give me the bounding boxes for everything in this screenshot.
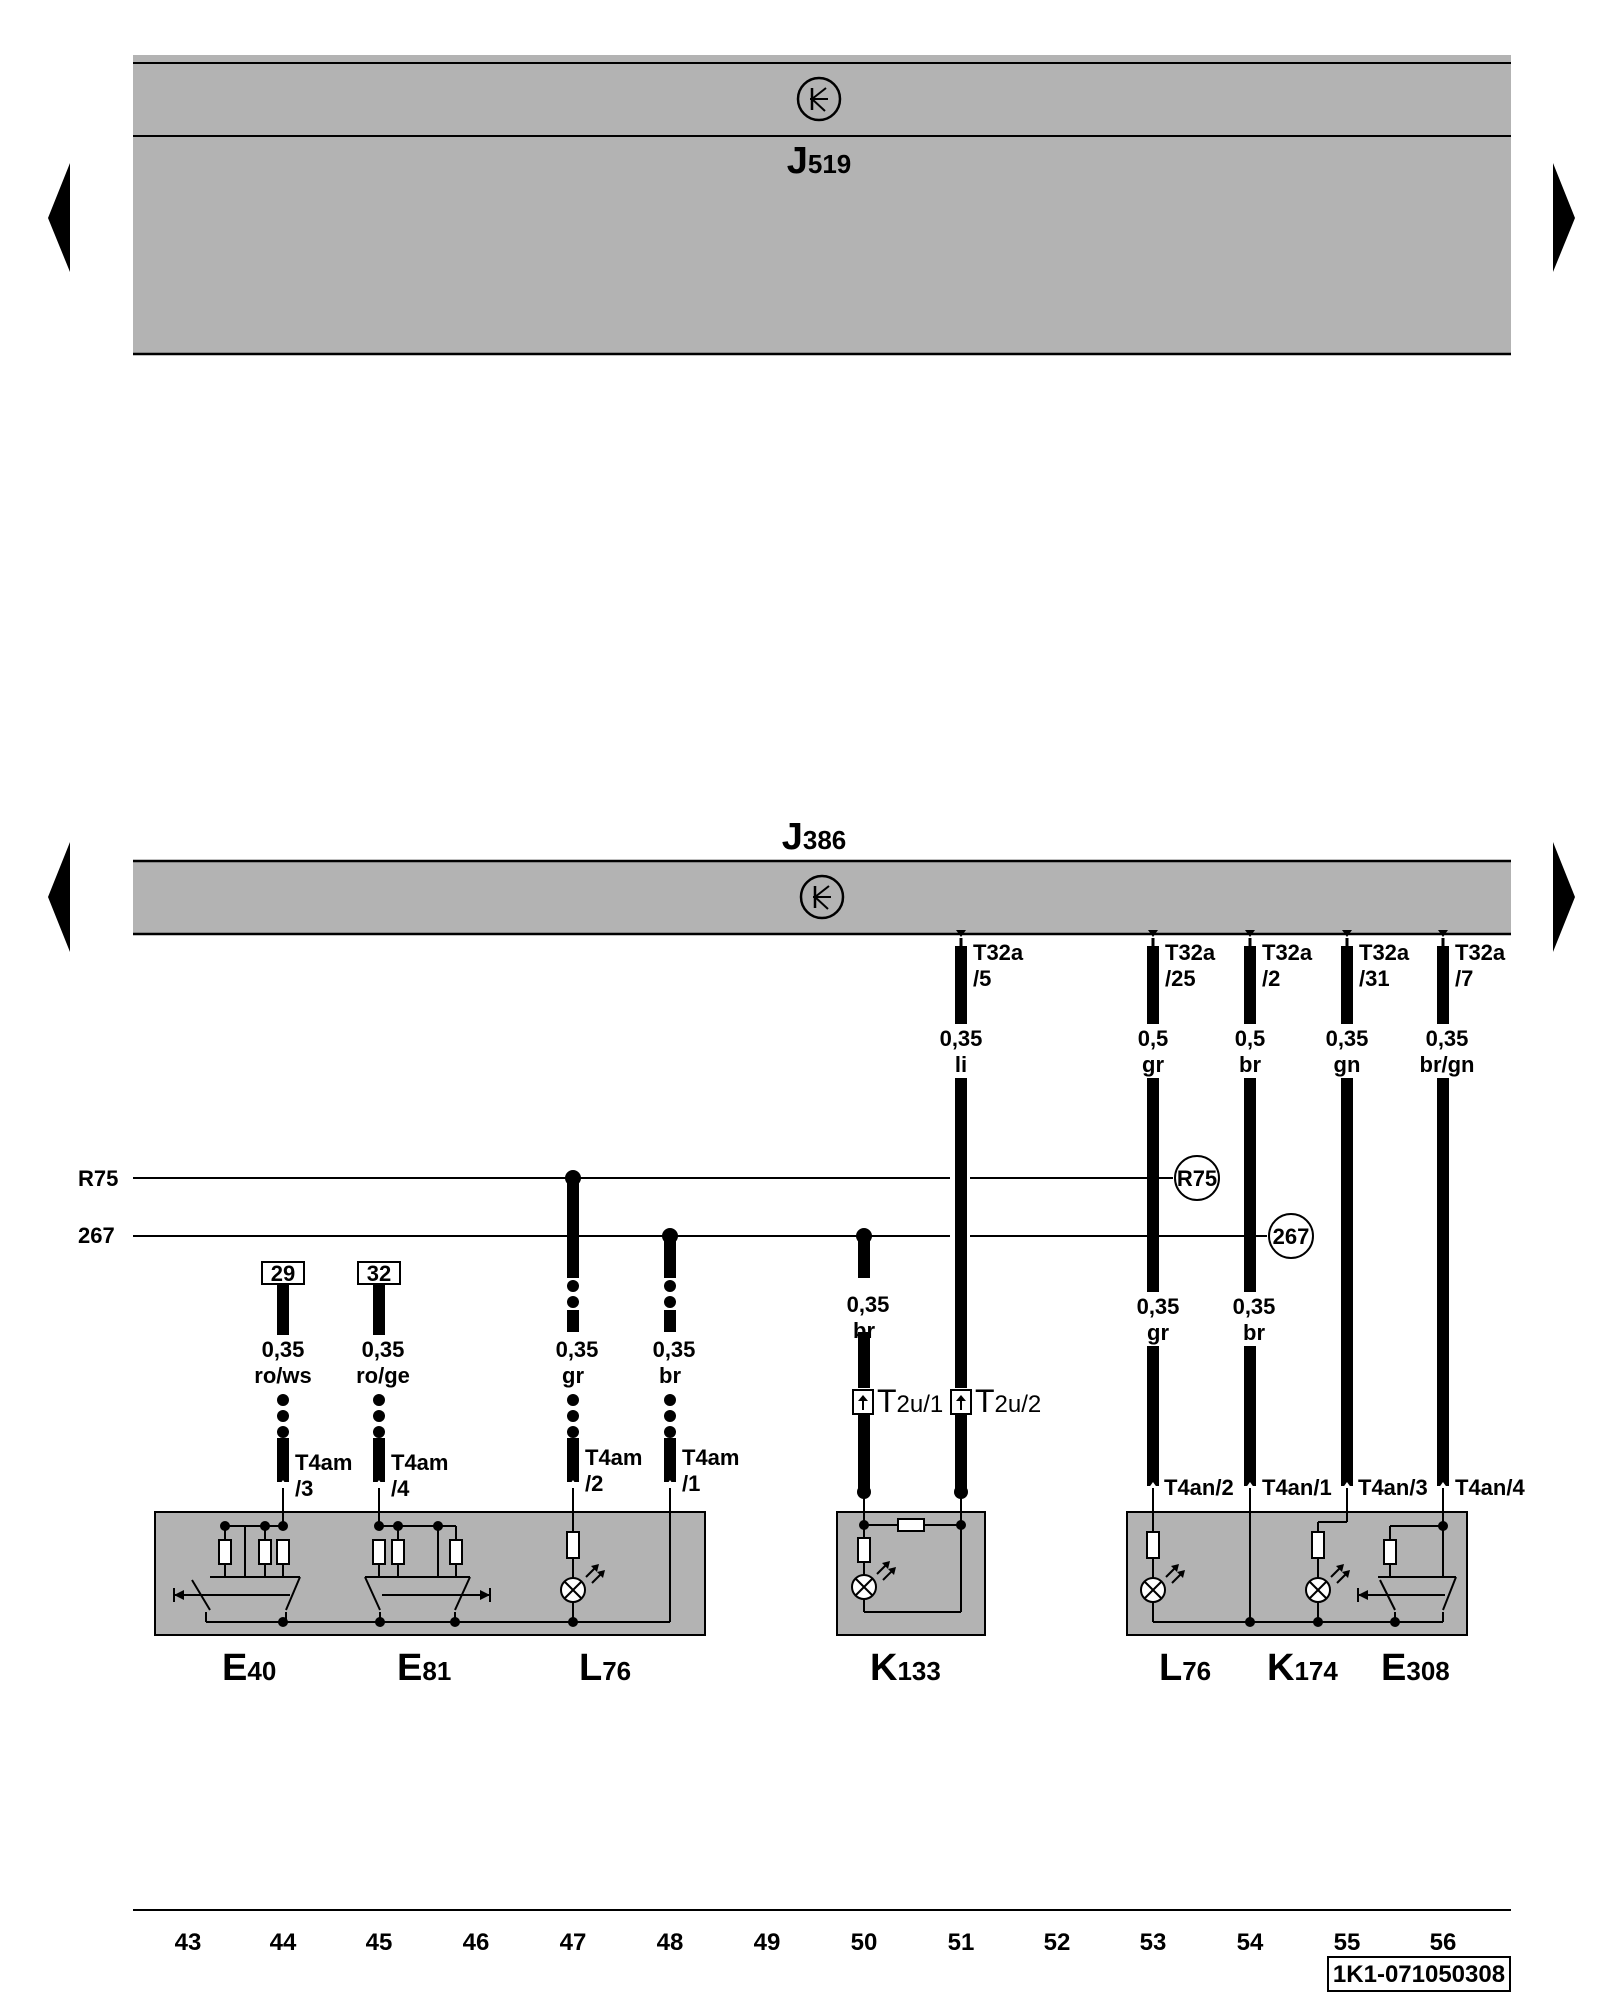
reference-circle-r75 [1174, 1155, 1220, 1201]
t4an-connectors: T4an/2 T4an/1 T4an/3 T4an/4 [1148, 1475, 1525, 1500]
connector-t4an-3: T4an/3 [1358, 1475, 1428, 1500]
page-prev-arrow-bottom[interactable] [48, 842, 70, 952]
component-k133: K133 [870, 1647, 941, 1689]
component-box-right [1126, 1488, 1468, 1636]
svg-text:44: 44 [270, 1929, 297, 1956]
reference-line-r75: R75 R75 [78, 1155, 1220, 1201]
connector-t4am-1: T4am/1 [682, 1445, 739, 1496]
reference-circle-267 [1268, 1213, 1314, 1259]
column-numbers: 43 44 45 46 47 48 49 50 51 52 53 54 55 5… [175, 1929, 1457, 1956]
svg-text:56: 56 [1430, 1929, 1457, 1956]
reference-circle-267-label: 267 [1273, 1224, 1310, 1249]
connector-t4am-4: T4am/4 [391, 1450, 448, 1501]
svg-text:54: 54 [1237, 1929, 1264, 1956]
component-box-k133 [836, 1492, 986, 1636]
svg-text:45: 45 [366, 1929, 393, 1956]
component-e40: E40 [222, 1647, 276, 1689]
svg-text:51: 51 [948, 1929, 975, 1956]
svg-text:T2u/1: T2u/1 [877, 1383, 943, 1419]
connector-t32a-7: T32a/7 [1455, 940, 1506, 991]
module-j519: J519 [133, 55, 1511, 356]
svg-text:R75: R75 [78, 1166, 118, 1191]
svg-text:29: 29 [271, 1261, 295, 1286]
connector-t32a-25: T32a/25 [1165, 940, 1216, 991]
component-e81: E81 [397, 1647, 451, 1689]
svg-text:52: 52 [1044, 1929, 1071, 1956]
svg-text:50: 50 [851, 1929, 878, 1956]
svg-text:49: 49 [754, 1929, 781, 1956]
component-l76-left: L76 [579, 1647, 631, 1689]
svg-text:53: 53 [1140, 1929, 1167, 1956]
component-box-left [154, 1488, 706, 1636]
connector-t32a-2: T32a/2 [1262, 940, 1313, 991]
reference-line-267: 267 267 [78, 1213, 1314, 1259]
electronic-control-icon [799, 874, 845, 920]
connector-t2u-2: T2u/2 [950, 1383, 1041, 1419]
component-l76-right: L76 [1159, 1647, 1211, 1689]
svg-text:55: 55 [1334, 1929, 1361, 1956]
page-next-arrow-top[interactable] [1553, 163, 1575, 272]
connector-t4an-2: T4an/2 [1164, 1475, 1234, 1500]
module-j519-label: J519 [787, 140, 852, 182]
component-k174: K174 [1267, 1647, 1338, 1689]
switch-e40 [173, 1488, 573, 1623]
fuse-box-29 [261, 1261, 305, 1285]
connector-t32a-5: T32a/5 [973, 940, 1024, 991]
module-j386-label: J386 [782, 816, 847, 858]
switch-e81 [364, 1488, 491, 1622]
svg-text:T2u/2: T2u/2 [975, 1383, 1041, 1419]
page-next-arrow-bottom[interactable] [1553, 842, 1575, 952]
fuse-box-32 [357, 1261, 401, 1285]
connector-t4an-1: T4an/1 [1262, 1475, 1332, 1500]
page-prev-arrow-top[interactable] [48, 163, 70, 272]
reference-circle-r75-label: R75 [1177, 1166, 1217, 1191]
electronic-control-icon [796, 76, 842, 122]
svg-text:32: 32 [367, 1261, 391, 1286]
svg-text:48: 48 [657, 1929, 684, 1956]
svg-text:267: 267 [78, 1223, 115, 1248]
connector-t4am-3: T4am/3 [295, 1450, 352, 1501]
component-labels: E40 E81 L76 K133 L76 K174 E308 [222, 1647, 1450, 1689]
document-id: 1K1-071050308 [1333, 1961, 1505, 1988]
connector-t32a-31: T32a/31 [1359, 940, 1410, 991]
component-e308: E308 [1381, 1647, 1450, 1689]
svg-text:43: 43 [175, 1929, 202, 1956]
connector-t4an-4: T4an/4 [1455, 1475, 1525, 1500]
svg-text:46: 46 [463, 1929, 490, 1956]
connector-t2u-1: T2u/1 [852, 1383, 943, 1419]
connector-t4am-2: T4am/2 [585, 1445, 642, 1496]
module-j386: J386 [133, 816, 1511, 936]
svg-text:47: 47 [560, 1929, 587, 1956]
